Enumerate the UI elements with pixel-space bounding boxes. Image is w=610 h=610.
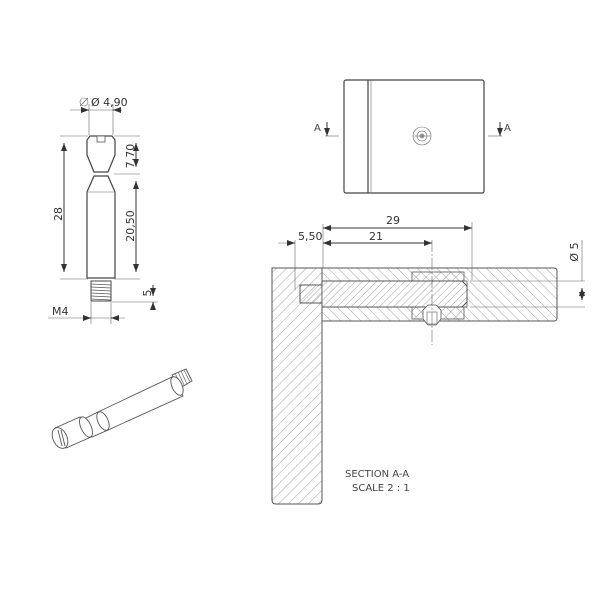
section-marker-left: A [314,123,321,134]
thread-size-label: M4 [52,305,69,318]
dim-center-label: 21 [369,230,383,243]
top-view: A A [314,79,511,194]
overall-length-label: 28 [52,207,65,221]
dim-offset-label: 5,50 [298,230,323,243]
section-view: 29 21 5,50 Ø 5 SECTION A-A SCALE 2 : 1 [271,214,585,505]
shank-length-label: 20,50 [124,210,137,242]
section-title: SECTION A-A [345,469,409,480]
dim-bore-diameter-label: Ø 5 [568,242,581,261]
isometric-view [51,368,193,449]
head-length-label: 7,70 [124,144,137,169]
section-scale: SCALE 2 : 1 [352,483,410,494]
diameter-490-label: Ø 4,90 [91,96,128,109]
section-marker-right: A [504,123,511,134]
side-view: Ø 4,90 28 7,70 20,50 [48,96,158,324]
thread-length-label: 5 [141,290,154,297]
dim-total-label: 29 [386,214,400,227]
